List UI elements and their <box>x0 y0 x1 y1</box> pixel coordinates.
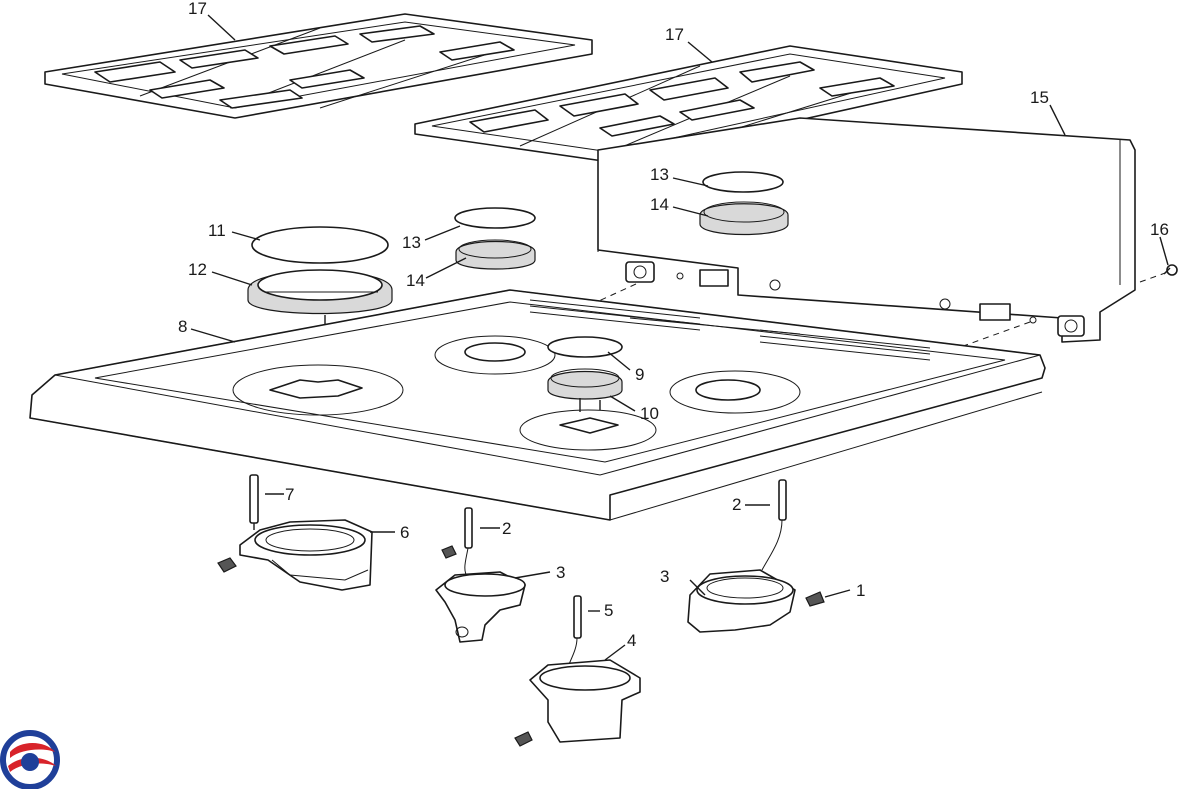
spark-electrode <box>464 507 473 579</box>
callout-3: 3 <box>660 567 669 586</box>
burner-base-medium <box>435 545 526 643</box>
callout-10: 10 <box>640 404 659 423</box>
callout-16: 16 <box>1150 220 1169 239</box>
callout-labels: 17 17 15 16 11 12 8 13 14 13 14 9 10 7 2… <box>178 0 1169 650</box>
callout-11: 11 <box>208 221 226 240</box>
callout-17: 17 <box>665 25 684 44</box>
callout-15: 15 <box>1030 88 1049 107</box>
brand-logo <box>0 730 60 789</box>
callout-2: 2 <box>732 495 741 514</box>
callout-17: 17 <box>188 0 207 18</box>
callout-5: 5 <box>604 601 613 620</box>
callout-1: 1 <box>856 581 865 600</box>
callout-4: 4 <box>627 631 636 650</box>
burner-base-medium-right <box>687 569 825 633</box>
spark-electrode <box>565 595 582 673</box>
callout-3: 3 <box>556 563 565 582</box>
leader-lines <box>190 14 1169 661</box>
callout-6: 6 <box>400 523 409 542</box>
backguard-panel <box>597 117 1136 343</box>
burner-cap-medium <box>454 207 536 229</box>
callout-14: 14 <box>650 195 669 214</box>
burner-head-large <box>247 269 393 325</box>
callout-2: 2 <box>502 519 511 538</box>
callout-9: 9 <box>635 365 644 384</box>
callout-7: 7 <box>285 485 294 504</box>
screw <box>1139 264 1178 283</box>
callout-13: 13 <box>402 233 421 252</box>
burner-cap-small <box>547 336 623 358</box>
callout-14: 14 <box>406 271 425 290</box>
spark-electrode <box>761 479 787 571</box>
callout-8: 8 <box>178 317 187 336</box>
burner-base-small <box>514 659 641 747</box>
burner-head-medium <box>455 239 536 270</box>
burner-cap-medium-rear <box>702 171 784 193</box>
burner-base-large <box>217 519 373 591</box>
spark-electrode <box>249 474 259 530</box>
burner-cap-large <box>251 226 389 264</box>
callout-12: 12 <box>188 260 207 279</box>
burner-head-small <box>547 368 623 412</box>
callout-13: 13 <box>650 165 669 184</box>
burner-head-medium-rear <box>699 201 789 236</box>
cooktop <box>29 289 1046 521</box>
alignment-line <box>589 283 637 306</box>
grate-left <box>44 13 593 119</box>
